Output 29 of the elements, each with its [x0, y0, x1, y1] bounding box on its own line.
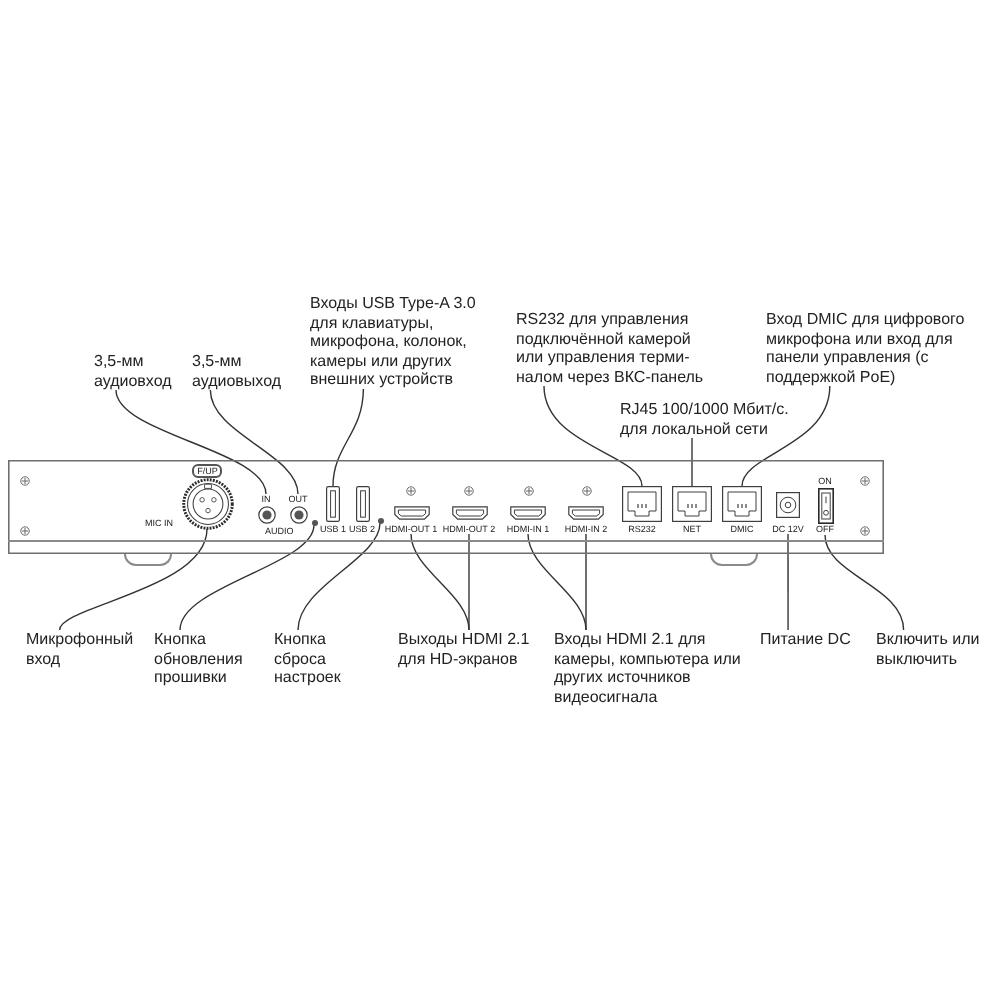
- leader-line: [691, 437, 693, 487]
- leader-line: [741, 385, 831, 487]
- pinhole: [377, 517, 383, 523]
- callout-text: Вход DMIC для цифрового микрофона или вход для панели управления (с поддержкой PoE): [766, 310, 986, 386]
- leader-line: [297, 522, 381, 631]
- callout-text: Кнопка обновления прошивки: [154, 630, 258, 687]
- leader-line: [787, 533, 789, 631]
- callout-text: RJ45 100/1000 Мбит/с. для локальной сети: [620, 400, 796, 438]
- leader-line: [468, 533, 470, 631]
- callout-text: Выходы HDMI 2.1 для HD-экранов: [398, 630, 550, 668]
- leader-line: [58, 528, 208, 631]
- callout-text: Кнопка сброса настроек: [274, 630, 370, 687]
- leader-line: [179, 524, 315, 631]
- leader-line: [115, 389, 267, 495]
- callout-text: Входы HDMI 2.1 для камеры, компьютера или других источников видеосигнала: [554, 630, 754, 706]
- callout-text: Питание DC: [760, 630, 864, 649]
- leader-line: [824, 534, 905, 631]
- leader-line: [332, 388, 365, 487]
- callout-text: Микрофонный вход: [26, 630, 142, 668]
- callout-text: 3,5-мм аудиовход: [94, 352, 194, 390]
- callout-text: 3,5-мм аудиовыход: [192, 352, 300, 390]
- leader-line: [209, 389, 299, 495]
- pinhole: [311, 519, 317, 525]
- callout-text: Включить или выключить: [876, 630, 996, 668]
- device-panel: [8, 460, 884, 554]
- callout-text: Входы USB Type-A 3.0 для клавиатуры, микрофона, колонок, камеры или других внешних устройств: [310, 294, 494, 389]
- leader-line: [585, 533, 587, 631]
- callout-text: RS232 для управления подключённой камерой или управления терми- налом через ВКС-панель: [516, 310, 716, 386]
- leader-line: [543, 385, 643, 487]
